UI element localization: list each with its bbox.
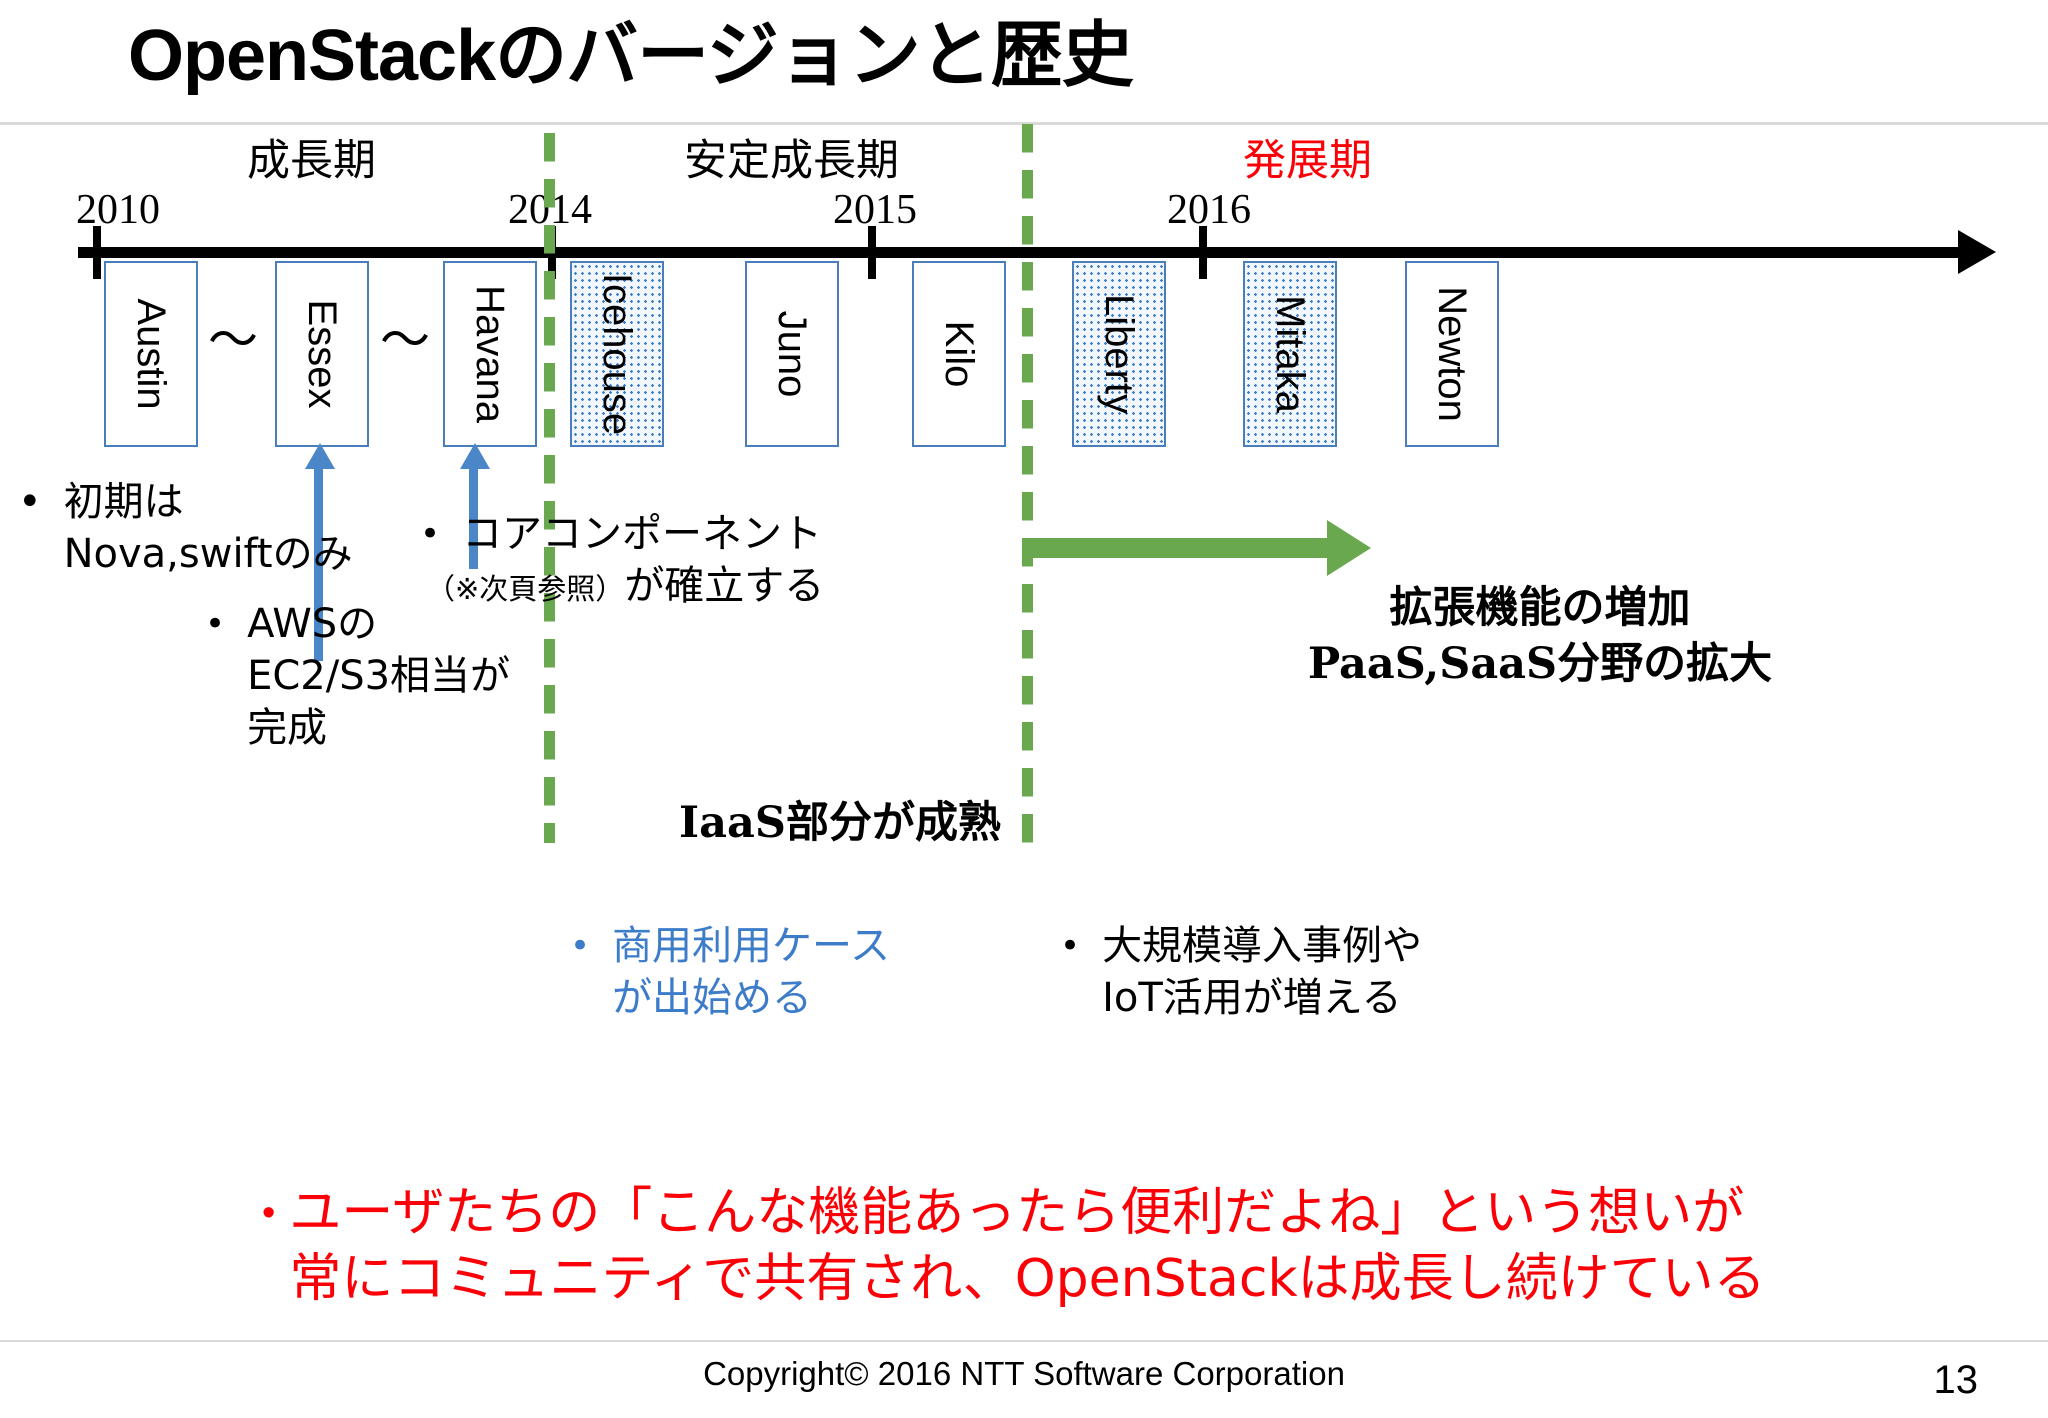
timeline-arrowhead-icon — [1958, 230, 1996, 274]
label-iaas-mature: IaaS部分が成熟 — [679, 798, 1001, 848]
callout-arrow-essex-shaft — [314, 469, 323, 661]
callout-arrow-havana-head-icon — [460, 443, 490, 469]
callout-arrow-essex-head-icon — [305, 443, 335, 469]
release-box-icehouse[interactable]: Icehouse — [570, 261, 664, 447]
page-title: OpenStackのバージョンと歴史 — [128, 16, 1134, 96]
callout-arrow-havana-shaft — [469, 469, 478, 569]
summary-text: ユーザたちの「こんな機能あったら便利だよね」という想いが 常にコミュニティで共有… — [289, 1183, 1766, 1309]
bullet-dot: • — [420, 514, 441, 554]
release-box-liberty[interactable]: Liberty — [1072, 261, 1166, 447]
release-label-newton: Newton — [1430, 286, 1474, 422]
bullet-core-line1: コアコンポーネント — [462, 511, 823, 557]
release-box-essex[interactable]: Essex — [275, 261, 369, 447]
release-label-liberty: Liberty — [1097, 293, 1141, 415]
era-divider-2015 — [1022, 124, 1033, 843]
growth-arrow-shaft — [1027, 538, 1327, 558]
year-tick-2016 — [1199, 226, 1207, 279]
bullet-early-text: 初期は Nova,swiftのみ — [63, 479, 353, 577]
bullet-dot: • — [262, 1192, 276, 1234]
release-label-mitaka: Mitaka — [1268, 295, 1312, 413]
release-box-austin[interactable]: Austin — [104, 261, 198, 447]
title-divider — [0, 122, 2048, 125]
era-label-growth: 成長期 — [247, 136, 376, 186]
bullet-aws-equivalent: • AWSの EC2/S3相当が 完成 — [205, 598, 535, 754]
release-label-juno: Juno — [770, 310, 814, 398]
era-label-stable-growth: 安定成長期 — [684, 136, 899, 186]
release-box-havana[interactable]: Havana — [443, 261, 537, 447]
year-tick-2010 — [93, 226, 101, 279]
release-label-havana: Havana — [468, 285, 512, 423]
bullet-core-note: （※次頁参照） — [426, 572, 625, 606]
era-label-expansion: 発展期 — [1243, 136, 1372, 186]
bullet-aws-text: AWSの EC2/S3相当が 完成 — [247, 601, 511, 751]
era-divider-2014 — [544, 133, 555, 843]
year-label-2016: 2016 — [1167, 187, 1251, 233]
summary-callout: • ユーザたちの「こんな機能あったら便利だよね」という想いが 常にコミュニティで… — [262, 1180, 1822, 1312]
label-expansion: 拡張機能の増加 PaaS,SaaS分野の拡大 — [1307, 583, 1773, 689]
bullet-dot: • — [18, 479, 42, 525]
bullet-commercial-usecases: • 商用利用ケース が出始める — [570, 715, 950, 1024]
release-box-mitaka[interactable]: Mitaka — [1243, 261, 1337, 447]
bullet-core-line2: が確立する — [624, 563, 825, 609]
range-tilde-1: ～ — [208, 312, 258, 368]
range-tilde-2: ～ — [380, 312, 430, 368]
bullet-large-scale-text: 大規模導入事例や IoT活用が増える — [1102, 923, 1423, 1021]
release-box-newton[interactable]: Newton — [1405, 261, 1499, 447]
bullet-core-components: • コアコンポーネント （※次頁参照）が確立する — [420, 508, 830, 615]
year-tick-2015 — [868, 226, 876, 279]
bullet-early-adoption: • 初期は Nova,swiftのみ — [18, 476, 378, 580]
release-label-icehouse: Icehouse — [595, 272, 639, 436]
release-label-kilo: Kilo — [937, 320, 981, 388]
year-label-2010: 2010 — [76, 187, 160, 233]
release-label-essex: Essex — [300, 299, 344, 409]
year-label-2015: 2015 — [833, 187, 917, 233]
page-number: 13 — [1933, 1358, 1979, 1402]
copyright-notice: Copyright© 2016 NTT Software Corporation — [703, 1355, 1345, 1392]
bullet-dot: • — [570, 926, 591, 966]
release-box-kilo[interactable]: Kilo — [912, 261, 1006, 447]
bullet-large-scale: • 大規模導入事例や IoT活用が増える — [1060, 720, 1540, 1024]
growth-arrow-head-icon — [1327, 520, 1371, 576]
bullet-dot: • — [1060, 926, 1081, 966]
footer-divider — [0, 1340, 2048, 1342]
release-label-austin: Austin — [129, 298, 173, 410]
bullet-commercial-text: 商用利用ケース が出始める — [612, 923, 891, 1021]
bullet-dot: • — [205, 604, 226, 644]
release-box-juno[interactable]: Juno — [745, 261, 839, 447]
